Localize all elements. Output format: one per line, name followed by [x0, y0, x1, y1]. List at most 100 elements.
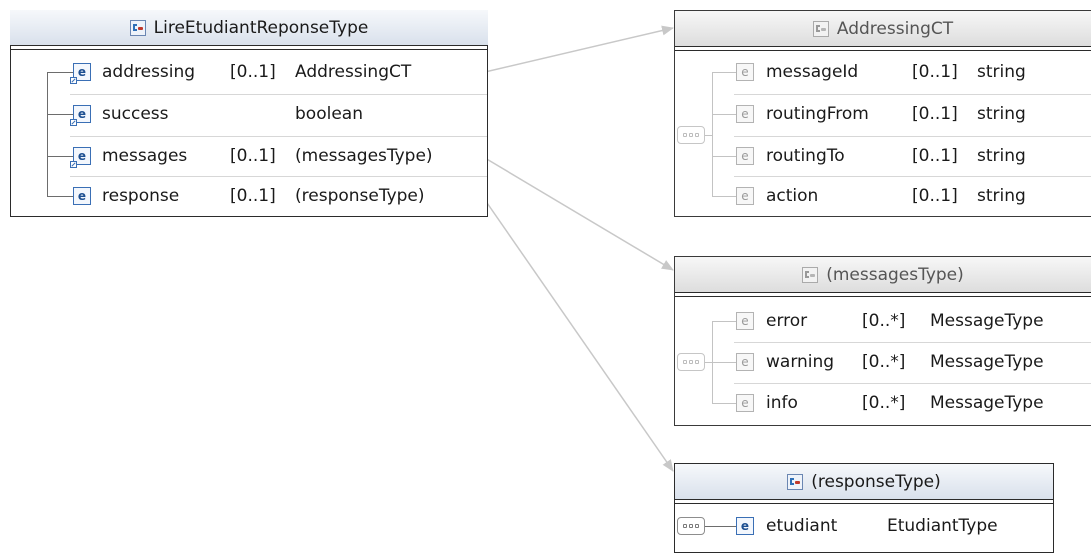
addressing-sequence-icon[interactable]: [677, 126, 705, 144]
tree-branch: [712, 156, 736, 157]
messages-type-title: (messagesType): [826, 264, 964, 285]
tree-branch: [712, 114, 736, 115]
element-cardinality: [0..*]: [862, 311, 906, 331]
element-type: (responseType): [295, 186, 425, 206]
tree-branch: [47, 196, 73, 197]
main-tree-trunk: [47, 72, 48, 196]
element-type: string: [977, 62, 1026, 82]
element-type: MessageType: [930, 311, 1044, 331]
addressing-row-action[interactable]: e action [0..1] string: [674, 176, 1091, 216]
connector-addressing: [484, 25, 674, 73]
messages-row-warning[interactable]: e warning [0..*] MessageType: [674, 342, 1091, 382]
complex-type-icon: [812, 20, 829, 37]
row-divider: [70, 176, 487, 177]
messages-seq-link: [705, 362, 713, 363]
element-type: EtudiantType: [887, 516, 998, 536]
messages-type-header: (messagesType): [675, 257, 1091, 297]
row-divider: [734, 342, 1091, 343]
addressing-type-header: AddressingCT: [675, 11, 1091, 51]
row-divider: [734, 94, 1091, 95]
element-reference-icon: e: [70, 63, 91, 84]
element-name: messageId: [766, 62, 859, 82]
element-cardinality: [0..*]: [862, 352, 906, 372]
element-reference-icon: e: [70, 147, 91, 168]
addressing-row-messageid[interactable]: e messageId [0..1] string: [674, 52, 1091, 92]
element-cardinality: [0..1]: [912, 146, 958, 166]
element-name: routingFrom: [766, 104, 869, 124]
element-type: AddressingCT: [295, 62, 412, 82]
response-type-header: (responseType): [675, 464, 1053, 504]
element-name: success: [102, 104, 169, 124]
response-sequence-icon[interactable]: [677, 517, 705, 535]
element-name: action: [766, 186, 819, 206]
row-divider: [734, 136, 1091, 137]
element-type: string: [977, 104, 1026, 124]
complex-type-icon: [787, 473, 804, 490]
tree-branch: [47, 156, 73, 157]
element-reference-icon: e: [70, 105, 91, 126]
addressing-tree-trunk: [712, 72, 713, 196]
messages-row-error[interactable]: e error [0..*] MessageType: [674, 301, 1091, 341]
element-type: string: [977, 146, 1026, 166]
addressing-seq-link: [705, 135, 713, 136]
tree-branch: [705, 526, 736, 527]
tree-branch: [47, 114, 73, 115]
element-icon: e: [736, 187, 754, 205]
response-row-etudiant[interactable]: e etudiant EtudiantType: [674, 506, 1054, 546]
element-cardinality: [0..1]: [230, 62, 276, 82]
element-name: info: [766, 393, 798, 413]
main-row-success[interactable]: e success boolean: [10, 94, 488, 134]
row-divider: [734, 383, 1091, 384]
main-row-addressing[interactable]: e addressing [0..1] AddressingCT: [10, 52, 488, 92]
row-divider: [70, 94, 487, 95]
connector-response: [484, 199, 674, 472]
addressing-row-routingfrom[interactable]: e routingFrom [0..1] string: [674, 94, 1091, 134]
element-name: error: [766, 311, 808, 331]
element-name: addressing: [102, 62, 196, 82]
addressing-type-title: AddressingCT: [836, 18, 954, 39]
element-type: string: [977, 186, 1026, 206]
messages-sequence-icon[interactable]: [677, 353, 705, 371]
element-icon: e: [736, 63, 754, 81]
element-icon: e: [736, 312, 754, 330]
element-name: etudiant: [766, 516, 838, 536]
main-type-header: LireEtudiantReponseType: [10, 10, 488, 50]
element-cardinality: [0..1]: [912, 186, 958, 206]
tree-branch: [712, 403, 736, 404]
messages-row-info[interactable]: e info [0..*] MessageType: [674, 383, 1091, 423]
response-type-title: (responseType): [811, 471, 941, 492]
element-cardinality: [0..*]: [862, 393, 906, 413]
connector-messages: [484, 157, 674, 271]
element-cardinality: [0..1]: [912, 104, 958, 124]
row-divider: [70, 136, 487, 137]
element-icon: e: [73, 187, 91, 205]
element-type: MessageType: [930, 352, 1044, 372]
element-name: warning: [766, 352, 835, 372]
element-cardinality: [0..1]: [230, 146, 276, 166]
element-type: MessageType: [930, 393, 1044, 413]
element-cardinality: [0..1]: [912, 62, 958, 82]
tree-branch: [47, 72, 73, 73]
element-name: routingTo: [766, 146, 845, 166]
element-icon: e: [736, 105, 754, 123]
main-row-response[interactable]: e response [0..1] (responseType): [10, 176, 488, 216]
element-name: messages: [102, 146, 188, 166]
complex-type-icon: [129, 19, 146, 36]
tree-branch: [712, 196, 736, 197]
tree-branch: [712, 321, 736, 322]
element-icon: e: [736, 147, 754, 165]
main-row-messages[interactable]: e messages [0..1] (messagesType): [10, 136, 488, 176]
tree-branch: [712, 362, 736, 363]
main-type-title: LireEtudiantReponseType: [153, 17, 369, 38]
element-icon: e: [736, 353, 754, 371]
element-cardinality: [0..1]: [230, 186, 276, 206]
element-icon: e: [736, 517, 754, 535]
element-type: boolean: [295, 104, 363, 124]
element-name: response: [102, 186, 180, 206]
complex-type-icon: [802, 266, 819, 283]
element-type: (messagesType): [295, 146, 433, 166]
addressing-row-routingto[interactable]: e routingTo [0..1] string: [674, 136, 1091, 176]
tree-branch: [712, 72, 736, 73]
element-icon: e: [736, 394, 754, 412]
